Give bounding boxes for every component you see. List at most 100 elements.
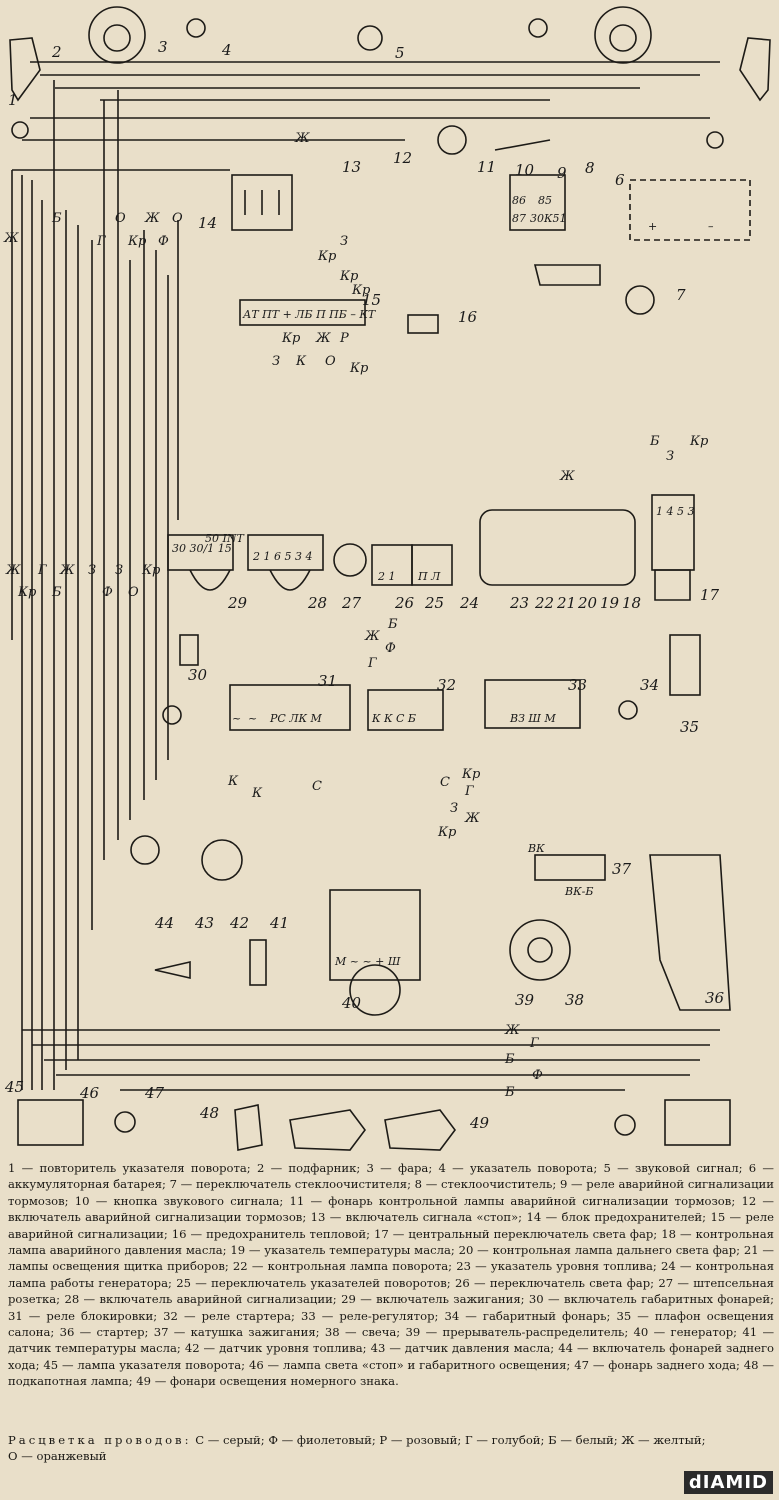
wire-label: Кр (141, 563, 161, 578)
legend-item: 23 — указатель уровня топлива; (456, 1259, 657, 1274)
legend-item: 25 — переключатель указателей поворотов; (176, 1275, 451, 1290)
terminal-label: ВК-Б (564, 885, 593, 898)
terminal-label: 85 (538, 194, 552, 207)
component-number: 11 (477, 158, 496, 176)
wire-label: О (325, 354, 336, 369)
wire-label: Ф (385, 641, 396, 656)
legend-item: 24 — контрольная лампа работы генератора… (8, 1259, 775, 1290)
legend-item: 28 — включатель аварийной сигнализации; (64, 1292, 337, 1307)
component-number: 40 (341, 994, 362, 1012)
wire-label: Ф (158, 234, 169, 249)
wire-label: Кр (461, 767, 481, 782)
component-number: 48 (199, 1104, 219, 1122)
wire-color-legend-title: Расцветка проводов: (8, 1433, 192, 1447)
component-number: 45 (4, 1078, 24, 1096)
component-number: 21 (556, 594, 576, 612)
component-number: 30 (188, 666, 208, 684)
wire-label: Ж (3, 231, 19, 246)
wire-label: Б (387, 617, 398, 632)
legend-item: 9 — реле аварийной сигнализации тормозов… (8, 1177, 774, 1208)
component-number: 23 (509, 594, 529, 612)
component-number: 37 (612, 860, 632, 878)
legend-item: 6 — аккумуляторная батарея; (8, 1161, 775, 1192)
terminal-label: + (648, 220, 657, 233)
legend-item: 39 — прерыватель-распределитель; (405, 1325, 629, 1340)
legend-item: 20 — контрольная лампа дальнего света фа… (458, 1243, 741, 1258)
legend-item: 4 — указатель поворота; (438, 1161, 598, 1175)
component-number: 3 (158, 38, 168, 56)
component-number: 12 (393, 149, 412, 167)
wire-label: Ф (532, 1068, 543, 1083)
legend-item: 27 — штепсельная розетка; (8, 1275, 774, 1307)
component-number: 35 (680, 718, 699, 736)
terminal-label: ВК (527, 842, 545, 855)
wire-label: О (128, 585, 139, 600)
legend-item: 18 — контрольная лампа аварийного давлен… (8, 1226, 774, 1258)
legend-item: 31 — реле блокировки; (8, 1308, 158, 1323)
terminal-label: – (708, 220, 714, 233)
legend-item: 8 — стеклоочиститель; (414, 1177, 557, 1192)
wire-label: О (172, 211, 183, 226)
terminal-label: ВЗ Ш М (509, 712, 556, 725)
legend-item: 32 — реле стартера; (163, 1308, 295, 1323)
component-number: 42 (229, 914, 249, 932)
component-number: 20 (577, 594, 598, 612)
terminal-label: 86 (512, 194, 526, 207)
legend-item: 17 — центральный переключатель света фар… (374, 1226, 658, 1241)
wire-label: Кр (339, 269, 359, 284)
terminal-label: АТ ПТ + ЛБ П ПБ – КТ (242, 308, 377, 321)
wire-label: Ж (59, 563, 75, 578)
component-number: 9 (557, 164, 567, 182)
component-number: 31 (318, 672, 337, 690)
terminal-label: П Л (417, 570, 441, 583)
wire-label: Б (51, 211, 62, 226)
wire-label: Ж (5, 563, 21, 578)
component-number: 41 (269, 914, 289, 932)
wire-label: Кр (127, 234, 147, 249)
wire-color-labels: Ж Ж Б О Ж О Г Кр Ф З Кр Кр Кр Кр Ж Р З К… (3, 131, 709, 1100)
legend-item: 43 — датчик давления масла; (370, 1341, 555, 1356)
legend-caption: 1 — повторитель указателя поворота; 2 — … (8, 1160, 774, 1390)
component-number-labels: 1 2 3 4 5 6 7 8 9 10 11 12 13 14 15 16 1… (4, 38, 725, 1132)
component-number: 8 (585, 159, 595, 177)
wire-label: К (227, 774, 239, 789)
wire-label: Ж (559, 469, 575, 484)
wire-label: Ж (504, 1023, 520, 1038)
terminal-labels: 86 85 87 30К51 + – АТ ПТ + ЛБ П ПБ – КТ … (172, 194, 714, 968)
legend-item: 33 — реле-регулятор; (300, 1308, 439, 1323)
wire-label: Г (529, 1036, 539, 1051)
wire-label: С (440, 775, 450, 790)
legend-item: 41 — датчик температуры масла; (8, 1325, 775, 1356)
wire-label: О (115, 211, 126, 226)
wire-label: З (115, 563, 123, 578)
terminal-label: 87 (512, 212, 526, 225)
wire-label: Г (464, 784, 474, 799)
wire-label: Ж (294, 131, 310, 146)
wire-label: К (295, 354, 307, 369)
terminal-label: 30 30/1 15 (172, 542, 232, 555)
legend-item: 12 — включатель аварийной сигнализации т… (8, 1193, 774, 1225)
component-number: 38 (565, 991, 584, 1009)
wire-color-legend: Расцветка проводов: С — серый; Ф — фиоле… (8, 1432, 708, 1465)
component-number: 46 (79, 1084, 100, 1102)
component-number: 7 (676, 286, 686, 304)
terminal-label: 50 INT (205, 532, 245, 545)
legend-item: 49 — фонари освещения номерного знака. (136, 1374, 399, 1389)
legend-item: 48 — подкапотная лампа; (8, 1357, 774, 1389)
legend-item: 45 — лампа указателя поворота; (43, 1357, 246, 1372)
component-number: 36 (705, 989, 725, 1007)
terminal-label: 1 4 5 3 (656, 505, 694, 518)
legend-item: 3 — фара; (366, 1161, 433, 1175)
terminal-label: М ~ ~ + Ш (334, 955, 401, 968)
legend-item: 13 — включатель сигнала «стоп»; (310, 1210, 523, 1225)
wire-label: Г (37, 563, 47, 578)
wire-label: Б (504, 1085, 515, 1100)
legend-item: 30 — включатель габаритных фонарей; (528, 1292, 774, 1307)
terminal-label: ~ (248, 712, 257, 725)
legend-item: 2 — подфарник; (256, 1161, 361, 1175)
wire-label: Кр (351, 283, 371, 298)
component-number: 22 (534, 594, 554, 612)
legend-item: 44 — включатель фонарей заднего хода; (8, 1341, 775, 1372)
component-number: 19 (600, 594, 620, 612)
component-number: 14 (198, 214, 217, 232)
